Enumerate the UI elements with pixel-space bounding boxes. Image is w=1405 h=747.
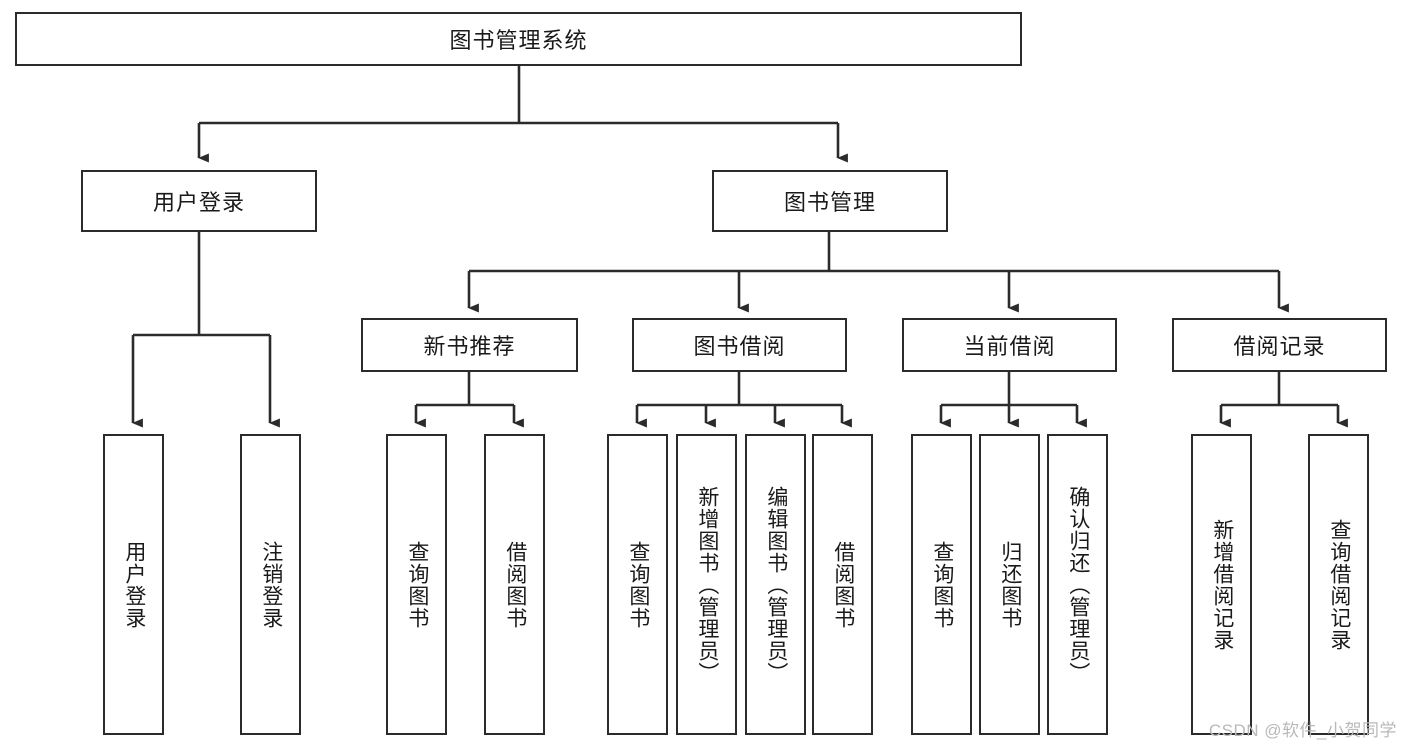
leaf-logout[interactable]: 注销登录 — [240, 434, 301, 735]
node-label: 借阅图书 — [503, 540, 527, 629]
node-label: 新书推荐 — [423, 334, 516, 359]
node-book-management[interactable]: 图书管理 — [712, 170, 948, 232]
node-label: 新增图书（管理员） — [695, 485, 719, 684]
node-label: 图书管理系统 — [449, 28, 588, 53]
node-label: 借阅图书 — [831, 540, 855, 629]
leaf-current-return-book[interactable]: 归还图书 — [979, 434, 1040, 735]
leaf-record-query[interactable]: 查询借阅记录 — [1308, 434, 1369, 735]
node-label: 查询借阅记录 — [1327, 518, 1351, 651]
leaf-current-confirm-return[interactable]: 确认归还（管理员） — [1047, 434, 1108, 735]
leaf-record-add[interactable]: 新增借阅记录 — [1191, 434, 1252, 735]
node-label: 注销登录 — [259, 540, 283, 629]
node-label: 查询图书 — [405, 540, 429, 629]
leaf-borrow-edit-book[interactable]: 编辑图书（管理员） — [745, 434, 806, 735]
leaf-borrow-query-book[interactable]: 查询图书 — [607, 434, 668, 735]
node-label: 编辑图书（管理员） — [764, 485, 788, 684]
node-label: 新增借阅记录 — [1210, 518, 1234, 651]
node-label: 图书借阅 — [693, 334, 786, 359]
watermark: CSDN @软件_小贺同学 — [1208, 721, 1397, 740]
node-borrow-record[interactable]: 借阅记录 — [1172, 318, 1387, 372]
node-label: 图书管理 — [783, 190, 876, 215]
leaf-new-book-borrow[interactable]: 借阅图书 — [484, 434, 545, 735]
leaf-borrow-add-book[interactable]: 新增图书（管理员） — [676, 434, 737, 735]
node-label: 借阅记录 — [1233, 334, 1326, 359]
node-current-borrow[interactable]: 当前借阅 — [902, 318, 1117, 372]
node-book-borrow[interactable]: 图书借阅 — [632, 318, 847, 372]
leaf-new-book-query[interactable]: 查询图书 — [386, 434, 447, 735]
node-label: 查询图书 — [930, 540, 954, 629]
node-label: 用户登录 — [122, 540, 146, 629]
node-label: 当前借阅 — [963, 334, 1056, 359]
node-user-login[interactable]: 用户登录 — [81, 170, 317, 232]
leaf-current-query-book[interactable]: 查询图书 — [911, 434, 972, 735]
node-label: 确认归还（管理员） — [1066, 485, 1090, 684]
leaf-borrow-borrow-book[interactable]: 借阅图书 — [812, 434, 873, 735]
node-label: 查询图书 — [626, 540, 650, 629]
node-new-book-recommend[interactable]: 新书推荐 — [361, 318, 578, 372]
node-root-system[interactable]: 图书管理系统 — [15, 12, 1022, 66]
node-label: 归还图书 — [998, 540, 1022, 629]
node-label: 用户登录 — [152, 190, 245, 215]
leaf-user-login[interactable]: 用户登录 — [103, 434, 164, 735]
